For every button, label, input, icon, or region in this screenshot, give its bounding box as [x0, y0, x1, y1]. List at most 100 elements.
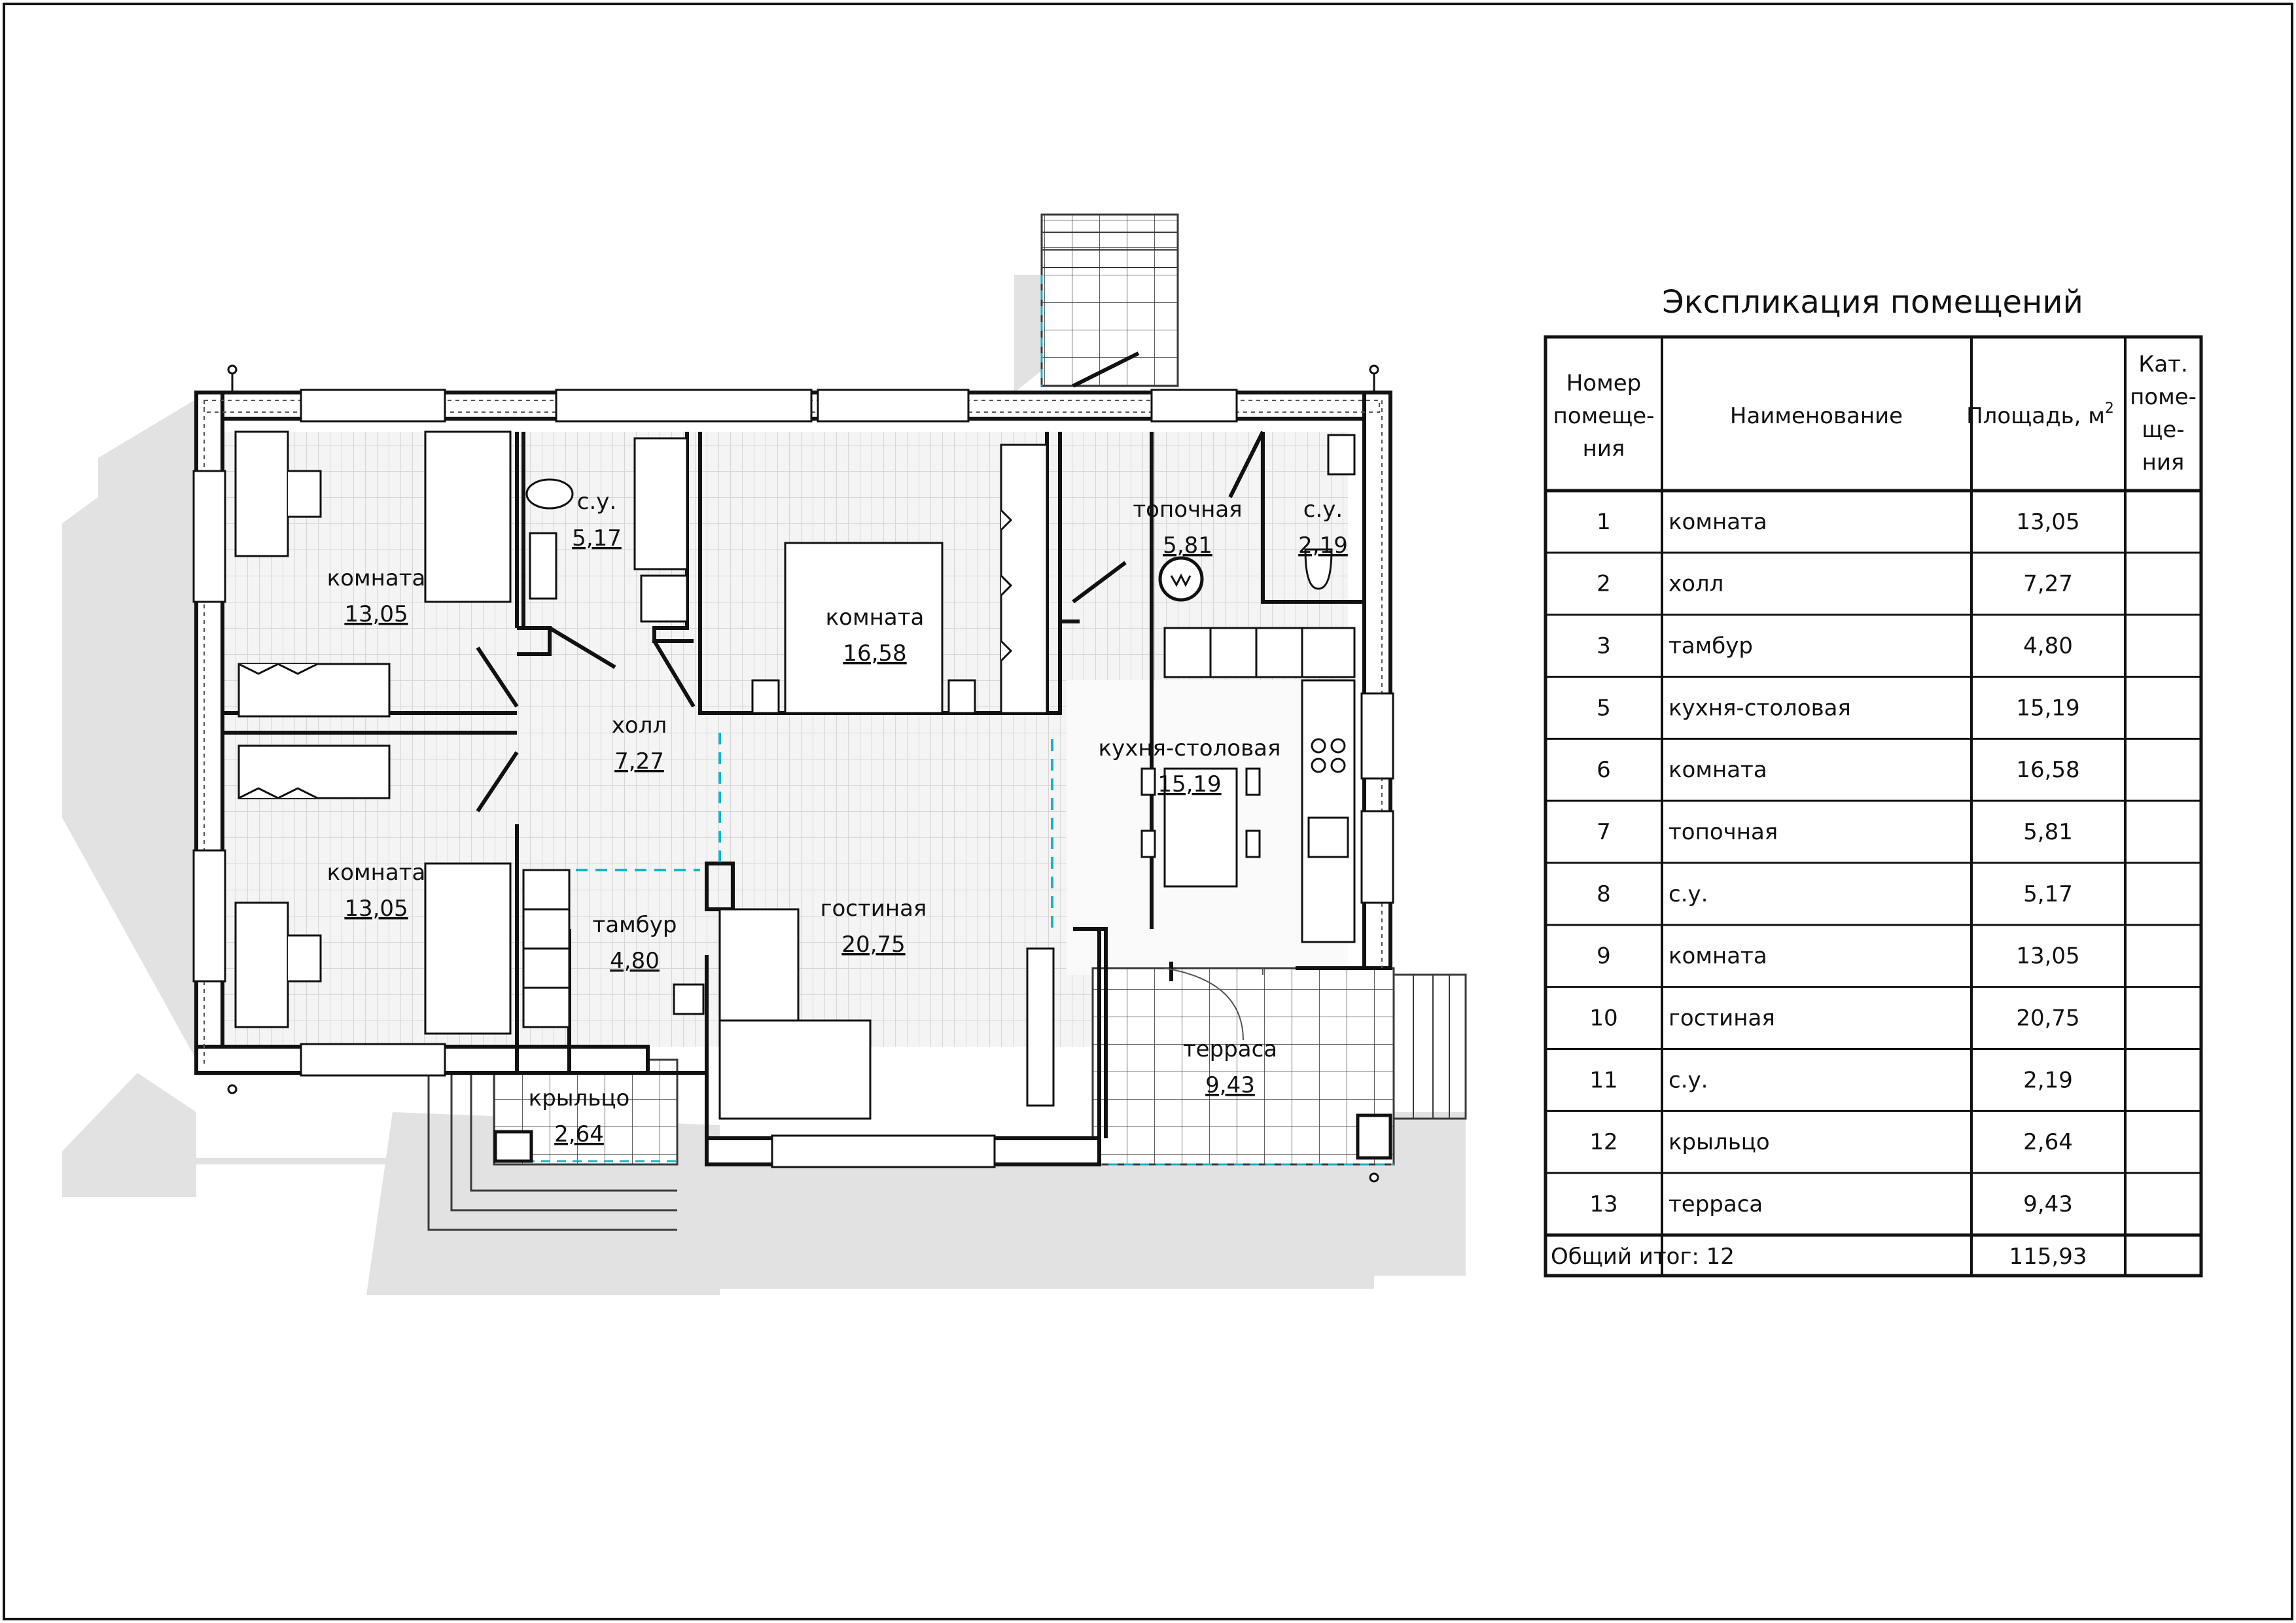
schedule-rows: 1 комната 13,05 2 холл 7,27 3 тамбур 4,80 5 кухня-…	[1589, 509, 2079, 1217]
room-13-name: терраса	[1183, 1036, 1277, 1062]
table-row: 10 гостиная 20,75	[1589, 1005, 2079, 1031]
row-area: 4,80	[2023, 633, 2073, 659]
row-name: с.у.	[1669, 881, 1708, 907]
header-number-line2: помеще-	[1553, 403, 1655, 429]
row-number: 13	[1589, 1191, 1617, 1217]
room-6-name: комната	[826, 604, 925, 631]
table-row: 3 тамбур 4,80	[1597, 633, 2073, 659]
row-number: 2	[1597, 571, 1611, 597]
row-area: 5,17	[2023, 881, 2073, 907]
doors	[476, 351, 1265, 981]
room-1-name: комната	[327, 565, 426, 591]
room-10-name: гостиная	[821, 896, 927, 922]
row-area: 9,43	[2023, 1191, 2073, 1217]
row-number: 5	[1597, 695, 1611, 721]
header-area-sup: 2	[2105, 400, 2114, 417]
terrace	[1091, 967, 1467, 1166]
row-number: 6	[1597, 757, 1611, 783]
row-name: холл	[1669, 571, 1723, 597]
schedule-total: Общий итог: 12 115,93	[1551, 1244, 2087, 1270]
table-row: 6 комната 16,58	[1597, 757, 2079, 783]
row-area: 2,19	[2023, 1067, 2073, 1093]
row-number: 11	[1589, 1067, 1617, 1093]
schedule-title: Экспликация помещений	[1662, 284, 2083, 321]
room-11-name: с.у.	[1303, 497, 1343, 523]
header-category-line3: ще-	[2142, 417, 2184, 443]
row-name: крыльцо	[1669, 1129, 1770, 1155]
header-number-line3: ния	[1583, 436, 1625, 462]
room-3-name: тамбур	[593, 912, 677, 938]
room-10-area: 20,75	[841, 932, 905, 958]
row-number: 10	[1589, 1005, 1617, 1031]
header-category-line1: Кат.	[2138, 351, 2188, 377]
room-7-name: топочная	[1133, 497, 1242, 523]
room-2-name: холл	[612, 712, 667, 739]
row-number: 12	[1589, 1129, 1617, 1155]
table-row: 8 с.у. 5,17	[1597, 881, 2073, 907]
row-name: тамбур	[1669, 633, 1753, 659]
row-name: топочная	[1669, 819, 1778, 845]
room-6-area: 16,58	[843, 640, 906, 667]
header-number-line1: Номер	[1566, 370, 1642, 396]
table-row: 9 комната 13,05	[1597, 943, 2079, 969]
furniture	[234, 430, 1356, 1120]
row-number: 8	[1597, 881, 1611, 907]
room-3-area: 4,80	[610, 948, 660, 974]
header-name: Наименование	[1730, 403, 1903, 429]
room-12-name: крыльцо	[529, 1085, 630, 1111]
sheet-frame	[3, 3, 2293, 1620]
header-category-line2: поме-	[2130, 384, 2197, 410]
table-row: 5 кухня-столовая 15,19	[1597, 695, 2079, 721]
windows	[192, 389, 1394, 1168]
row-area: 13,05	[2016, 943, 2079, 969]
floor-plan: комната 13,05 комната 13,05 с.у. 5,17 ко…	[62, 213, 1467, 1295]
schedule-header: Номер помеще- ния Наименование Площадь, …	[1553, 351, 2197, 476]
row-name: гостиная	[1669, 1005, 1775, 1031]
header-area-label: Площадь, м	[1966, 403, 2105, 429]
room-8-area: 5,17	[572, 525, 622, 551]
row-area: 20,75	[2016, 1005, 2079, 1031]
room-schedule: Экспликация помещений Номер помеще- ния …	[1544, 284, 2203, 1278]
room-9-area: 13,05	[344, 896, 408, 922]
total-label: Общий итог: 12	[1551, 1244, 1735, 1270]
row-number: 1	[1597, 509, 1611, 535]
column-markers	[227, 364, 1379, 1183]
row-name: комната	[1669, 757, 1767, 783]
row-name: комната	[1669, 509, 1767, 535]
row-name: кухня-столовая	[1669, 695, 1851, 721]
room-7-area: 5,81	[1163, 532, 1212, 559]
table-row: 7 топочная 5,81	[1597, 819, 2073, 845]
table-row: 2 холл 7,27	[1597, 571, 2073, 597]
row-area: 15,19	[2016, 695, 2079, 721]
room-9-name: комната	[327, 860, 426, 886]
row-number: 7	[1597, 819, 1611, 845]
room-8-name: с.у.	[577, 489, 616, 515]
row-number: 3	[1597, 633, 1611, 659]
header-area: Площадь, м2	[1966, 400, 2114, 429]
row-name: терраса	[1669, 1191, 1763, 1217]
row-area: 2,64	[2023, 1129, 2073, 1155]
room-5-name: кухня-столовая	[1099, 735, 1281, 761]
schedule-grid	[1544, 335, 2203, 1278]
row-area: 16,58	[2016, 757, 2079, 783]
door-arcs	[1164, 968, 1263, 1041]
row-area: 5,81	[2023, 819, 2073, 845]
row-number: 9	[1597, 943, 1611, 969]
room-1-area: 13,05	[344, 601, 408, 627]
room-12-area: 2,64	[554, 1121, 604, 1147]
row-name: комната	[1669, 943, 1767, 969]
room-11-area: 2,19	[1298, 532, 1348, 559]
row-area: 7,27	[2023, 571, 2073, 597]
total-area: 115,93	[2009, 1244, 2087, 1270]
porch	[427, 1058, 679, 1231]
room-labels: комната 13,05 комната 13,05 с.у. 5,17 ко…	[327, 489, 1348, 1147]
chimney-stair	[1040, 213, 1179, 387]
zone-boundaries	[576, 733, 1053, 929]
row-area: 13,05	[2016, 509, 2079, 535]
table-row: 1 комната 13,05	[1597, 509, 2079, 535]
room-13-area: 9,43	[1205, 1072, 1255, 1098]
table-row: 12 крыльцо 2,64	[1589, 1129, 2072, 1155]
table-row: 13 терраса 9,43	[1589, 1191, 2072, 1217]
